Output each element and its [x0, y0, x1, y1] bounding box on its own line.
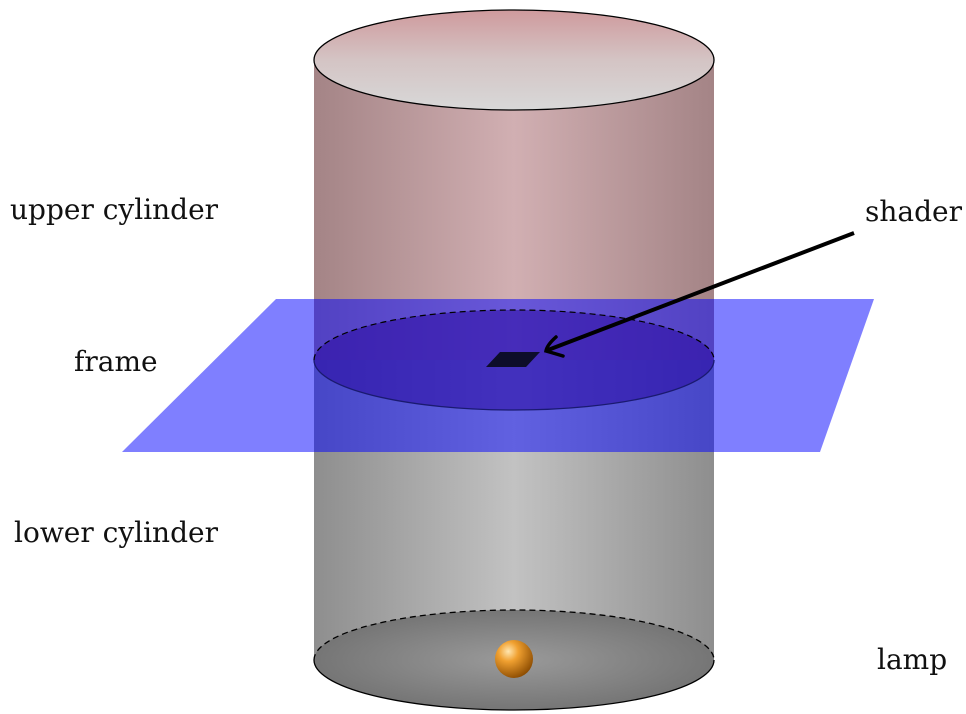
frame-disk-back-edge	[313, 309, 715, 361]
bottom-disk-back-edge	[313, 609, 715, 661]
bottom-disk-front-edge	[313, 659, 715, 711]
lower-cylinder-label: lower cylinder	[14, 516, 219, 549]
upper-cylinder-label: upper cylinder	[10, 193, 219, 226]
lamp-label: lamp	[877, 643, 947, 676]
shader-arrow-head	[544, 335, 565, 358]
frame-label: frame	[74, 345, 158, 378]
lamp-sphere	[495, 640, 533, 678]
shader-arrow-line	[547, 231, 855, 352]
shader-patch	[486, 352, 540, 367]
shader-label: shader	[865, 195, 963, 228]
top-disk	[313, 9, 715, 111]
frame-disk-front-edge	[313, 359, 715, 411]
